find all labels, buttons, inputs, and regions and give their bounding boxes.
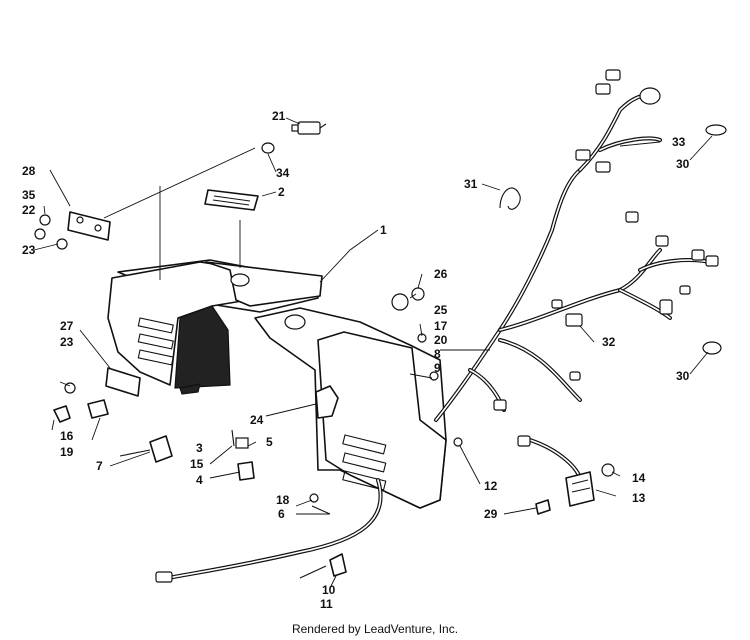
callout-30-top: 30 — [676, 157, 690, 171]
main-harness — [434, 69, 719, 482]
callout-15: 15 — [190, 457, 204, 471]
bracket-4 — [237, 461, 255, 481]
callout-33: 33 — [672, 135, 686, 149]
callout-8: 8 — [434, 347, 441, 361]
decal — [204, 189, 259, 211]
callout-21: 21 — [272, 109, 286, 123]
bracket-27 — [105, 367, 141, 397]
callout-7: 7 — [96, 459, 103, 473]
grommet-25 — [391, 293, 409, 311]
clip-10 — [329, 553, 347, 577]
callout-10: 10 — [322, 583, 336, 597]
callout-22: 22 — [22, 203, 36, 217]
knob-19 — [87, 399, 109, 419]
callout-34: 34 — [276, 166, 290, 180]
callout-20: 20 — [434, 333, 448, 347]
callout-24: 24 — [250, 413, 264, 427]
clip-5 — [235, 437, 249, 449]
callout-11: 11 — [320, 597, 333, 611]
lower-harness — [155, 478, 383, 583]
nut-26 — [411, 287, 425, 301]
callout-19: 19 — [60, 445, 74, 459]
callout-2: 2 — [278, 185, 285, 199]
washer-18 — [309, 493, 319, 503]
callout-29: 29 — [484, 507, 498, 521]
hook-31 — [499, 187, 521, 210]
callout-23-left: 23 — [60, 335, 74, 349]
clip-16 — [53, 405, 71, 423]
callout-14: 14 — [632, 471, 646, 485]
callout-4: 4 — [196, 473, 203, 487]
washer-35 — [39, 214, 51, 226]
nut-23-left — [64, 382, 76, 394]
bracket-plate — [67, 211, 111, 241]
nut-12 — [453, 437, 463, 447]
bulb-30-top — [705, 124, 727, 136]
console-housing — [107, 259, 447, 509]
nut-14 — [601, 463, 615, 477]
callout-26: 26 — [434, 267, 448, 281]
callout-32: 32 — [602, 335, 616, 349]
callout-30-lower: 30 — [676, 369, 690, 383]
bulb-30-lower — [702, 341, 722, 355]
callout-28: 28 — [22, 164, 36, 178]
callout-1: 1 — [380, 223, 387, 237]
callout-12: 12 — [484, 479, 498, 493]
callout-31: 31 — [464, 177, 478, 191]
nut-23-top — [56, 238, 68, 250]
callout-13: 13 — [632, 491, 646, 505]
callout-17: 17 — [434, 319, 448, 333]
switch-nut — [261, 142, 275, 154]
callout-3: 3 — [196, 441, 203, 455]
callout-6: 6 — [278, 507, 285, 521]
regulator — [565, 471, 595, 507]
callout-9: 9 — [434, 361, 441, 375]
callout-5: 5 — [266, 435, 273, 449]
leader-lines — [33, 117, 713, 589]
callout-35: 35 — [22, 188, 36, 202]
callout-27: 27 — [60, 319, 74, 333]
callouts: 1 2 21 34 28 35 22 23 27 23 16 19 7 3 15… — [22, 109, 690, 611]
footer-credit: Rendered by LeadVenture, Inc. — [291, 622, 459, 636]
callout-25: 25 — [434, 303, 448, 317]
callout-23-top: 23 — [22, 243, 36, 257]
nut-22 — [34, 228, 46, 240]
callout-16: 16 — [60, 429, 74, 443]
callout-18: 18 — [276, 493, 290, 507]
switch — [291, 121, 327, 135]
bolt-29 — [535, 499, 551, 515]
seal-15 — [149, 435, 173, 463]
